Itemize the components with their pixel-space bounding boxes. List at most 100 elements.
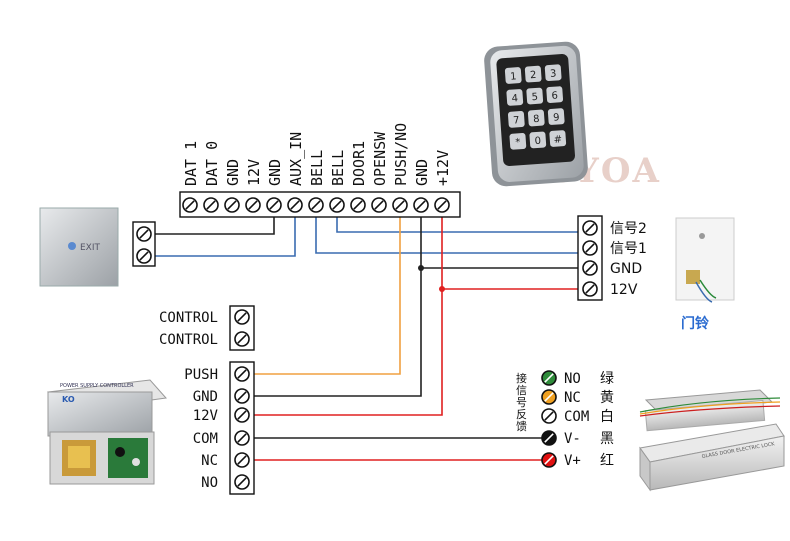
lock-terminal-screw [541, 452, 557, 468]
lock-terminal-color-name: 红 [600, 453, 614, 469]
lock-terminal-screw [541, 430, 557, 446]
keypad-key [529, 131, 547, 149]
keypad-key [544, 64, 562, 82]
junction-dot [418, 265, 424, 271]
keypad-key-label: 9 [553, 112, 560, 123]
exit-terminal-screw [136, 248, 152, 264]
psu-terminal-screw [234, 366, 250, 382]
keypad-key-label: 6 [551, 90, 558, 101]
psu-terminal-label: 12V [193, 408, 219, 424]
controller-terminal-label: BELL [329, 150, 347, 186]
controller-terminal-screw [413, 197, 429, 213]
psu-terminal-screw [234, 430, 250, 446]
lock-feedback-label: 信 [516, 384, 527, 397]
keypad-key [507, 111, 525, 128]
psu-terminal-block [229, 361, 255, 495]
psu-terminal-label: GND [193, 389, 218, 405]
controller-terminal-screw [392, 197, 408, 213]
doorbell-terminal-screw [582, 240, 598, 256]
controller-terminal-label: DAT 0 [203, 141, 221, 186]
controller-terminal-label: DAT 1 [182, 141, 200, 186]
psu-control-label: CONTROL [159, 310, 218, 326]
psu-terminal-label: NC [201, 453, 218, 469]
exit-button-label: EXIT [80, 243, 101, 253]
psu-control-label: CONTROL [159, 332, 218, 348]
keypad-key-label: 8 [533, 114, 540, 125]
psu-terminal-label: COM [193, 431, 218, 447]
lock-feedback-label: 反 [516, 408, 527, 421]
psu-terminal-screw [234, 452, 250, 468]
psu-terminal-screw [234, 388, 250, 404]
controller-terminal-label: GND [266, 159, 284, 186]
wire-gnd [249, 212, 422, 397]
controller-terminal-label: AUX_IN [287, 132, 305, 186]
wire-exit-gnd [151, 212, 275, 235]
lock-terminal-screw [541, 389, 557, 405]
controller-terminal-screw [182, 197, 198, 213]
psu-device-label: POWER SUPPLY CONTROLLER [60, 383, 134, 389]
doorbell-terminal-screw [582, 220, 598, 236]
wire-bell-1 [315, 212, 583, 254]
doorbell-caption: 门铃 [681, 315, 709, 332]
doorbell-terminal-label: 12V [610, 282, 638, 298]
lock-terminal-code: NO [564, 371, 581, 387]
keypad-key-label: * [515, 137, 521, 148]
keypad-device: 1 2 3 4 5 6 7 8 9 * 0 # [484, 41, 588, 187]
keypad-key [546, 86, 564, 103]
controller-terminal-screw [245, 197, 261, 213]
lock-terminal-code: NC [564, 390, 581, 406]
lock-terminal-code: V- [564, 431, 581, 447]
exit-button-device: EXIT [39, 207, 119, 287]
controller-terminal-screw [350, 197, 366, 213]
psu-control-screw [234, 309, 250, 325]
keypad-key [506, 89, 524, 106]
keypad-key-label: 3 [550, 68, 557, 79]
controller-terminal-label: +12V [434, 150, 452, 186]
lock-terminal-color-name: 黑 [600, 431, 614, 447]
controller-terminal-label: OPENSW [371, 131, 389, 186]
keypad-key-label: 5 [531, 92, 538, 103]
psu-brand: KO [62, 395, 75, 404]
keypad-key [527, 109, 545, 127]
keypad-key [509, 132, 527, 150]
controller-terminal-label: GND [413, 159, 431, 186]
lock-feedback-label: 接 [516, 372, 527, 385]
controller-terminal-label: BELL [308, 150, 326, 186]
controller-terminal-screw [287, 197, 303, 213]
keypad-key-label: 2 [530, 70, 537, 81]
lock-feedback-label: 号 [516, 396, 527, 409]
keypad-key-label: 1 [510, 71, 517, 82]
lock-terminal-color-name: 白 [600, 409, 614, 425]
keypad-key-label: # [553, 134, 562, 146]
lock-feedback-label: 馈 [516, 420, 527, 433]
doorbell-terminal-label: 信号1 [610, 241, 647, 257]
controller-terminal-screw [308, 197, 324, 213]
doorbell-terminal-label: GND [610, 261, 642, 277]
controller-terminal-screw [266, 197, 282, 213]
power-supply-device: POWER SUPPLY CONTROLLER KO [47, 379, 167, 485]
lock-terminal-code: COM [564, 409, 589, 425]
wire-push [249, 212, 401, 375]
keypad-key-label: 0 [534, 136, 541, 147]
psu-terminal-screw [234, 474, 250, 490]
doorbell-device [675, 217, 735, 303]
controller-terminal-screw [203, 197, 219, 213]
keypad-key-label: 7 [513, 115, 520, 126]
keypad-key-label: 4 [511, 93, 518, 104]
terminal-blocks [132, 191, 603, 495]
keypad-key [504, 67, 522, 84]
keypad-key [547, 108, 565, 125]
doorbell-terminal-label: 信号2 [610, 221, 647, 237]
keypad-key [524, 65, 542, 83]
controller-terminal-label: DOOR1 [350, 141, 368, 186]
doorbell-terminal-screw [582, 281, 598, 297]
doorbell-terminal-screw [582, 260, 598, 276]
wires [151, 212, 583, 461]
junction-dot [439, 286, 445, 292]
keypad-key [549, 130, 567, 147]
keypad-key [526, 87, 544, 105]
psu-terminal-label: NO [201, 475, 218, 491]
controller-terminal-label: PUSH/NO [392, 123, 410, 186]
